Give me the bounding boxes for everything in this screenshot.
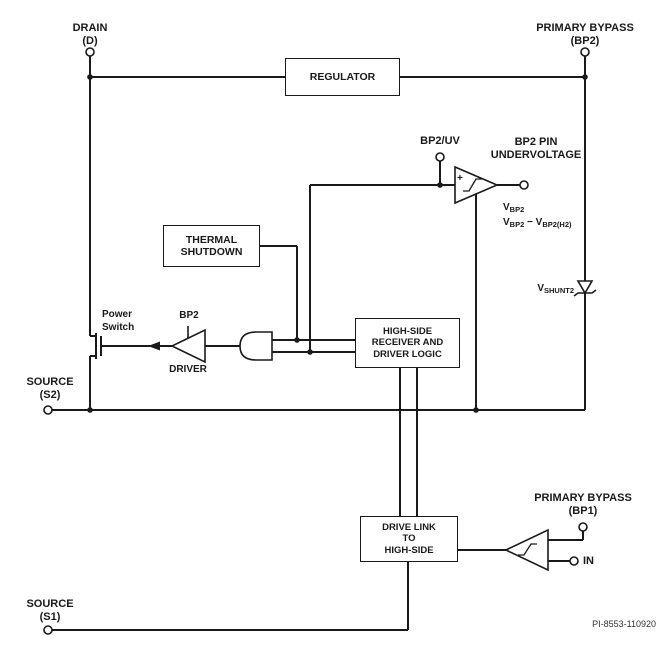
uv-output-terminal-icon xyxy=(519,180,529,190)
drain-pin-label: DRAIN (D) xyxy=(55,22,125,47)
source1-pin-name: SOURCE xyxy=(26,598,74,610)
junction-dot xyxy=(87,407,93,413)
threshold-low-subscript2: BP2(H2) xyxy=(542,219,572,229)
junction-dot xyxy=(473,407,479,413)
shunt-symbol: V xyxy=(537,283,544,294)
threshold-low-subscript1: BP2 xyxy=(509,219,525,229)
bp2-pin-label: PRIMARY BYPASS (BP2) xyxy=(530,22,640,47)
threshold-high-subscript: BP2 xyxy=(509,205,525,214)
source1-pin-designator: (S1) xyxy=(39,610,61,623)
symbols-group: + xyxy=(148,165,597,572)
drive-link-block: DRIVE LINK TO HIGH-SIDE xyxy=(360,516,458,562)
threshold-high-symbol: V xyxy=(503,202,510,213)
receiver-label-line3: DRIVER LOGIC xyxy=(373,348,442,360)
driver-supply-text: BP2 xyxy=(179,310,199,321)
bp2uv-terminal-icon xyxy=(435,152,445,162)
in-terminal-icon xyxy=(569,556,579,566)
shunt-subscript: SHUNT2 xyxy=(543,286,574,295)
junction-dot xyxy=(437,182,443,188)
bp2-pin-designator: (BP2) xyxy=(570,34,600,47)
source2-terminal-icon xyxy=(43,405,53,415)
hysteresis-icon xyxy=(463,178,482,192)
junction-dot xyxy=(582,74,588,80)
threshold-low-symbol2: V xyxy=(535,216,543,228)
power-switch-label: Power Switch xyxy=(102,309,154,334)
undervoltage-title: BP2 PIN UNDERVOLTAGE xyxy=(480,136,592,161)
drain-pin-designator: (D) xyxy=(82,34,98,47)
threshold-low-symbol1: V xyxy=(503,216,510,228)
driver-label: DRIVER xyxy=(156,364,220,377)
bp2uv-pin-label: BP2/UV xyxy=(402,135,478,148)
threshold-high-label: VBP2 xyxy=(503,202,603,217)
drive-link-label-line3: HIGH-SIDE xyxy=(384,544,434,556)
high-side-receiver-block: HIGH-SIDE RECEIVER AND DRIVER LOGIC xyxy=(355,318,460,368)
drain-terminal-icon xyxy=(85,47,95,57)
thermal-shutdown-block: THERMAL SHUTDOWN xyxy=(163,225,260,267)
driver-text: DRIVER xyxy=(169,364,207,375)
source2-pin-designator: (S2) xyxy=(39,388,61,401)
bp2-pin-name: PRIMARY BYPASS xyxy=(536,22,634,34)
bp1-pin-name: PRIMARY BYPASS xyxy=(534,492,632,504)
pin-terminals xyxy=(43,47,590,635)
comparator-icon xyxy=(454,165,500,205)
power-switch-line1: Power xyxy=(102,309,133,320)
in-pin-name: IN xyxy=(583,555,594,567)
in-pin-label: IN xyxy=(583,555,609,568)
source2-pin-label: SOURCE (S2) xyxy=(22,376,78,401)
bp2-terminal-icon xyxy=(580,47,590,57)
thermal-label-line1: THERMAL xyxy=(185,234,238,246)
undervoltage-title-line1: BP2 PIN xyxy=(514,136,558,148)
power-switch-line2: Switch xyxy=(102,321,135,333)
junction-dot xyxy=(87,74,93,80)
source1-pin-label: SOURCE (S1) xyxy=(22,598,78,623)
drive-link-label-line1: DRIVE LINK xyxy=(382,521,436,533)
thermal-label-line2: SHUTDOWN xyxy=(180,246,243,258)
zener-diode-icon xyxy=(576,280,594,295)
hysteresis-icon xyxy=(518,543,537,556)
drive-link-label-line2: TO xyxy=(402,533,416,545)
shunt-voltage-label: VSHUNT2 xyxy=(512,283,574,298)
zener-cathode-bar xyxy=(573,289,597,297)
bp1-terminal-icon xyxy=(578,522,588,532)
threshold-minus-sign: − xyxy=(524,216,536,228)
junction-dot xyxy=(294,337,300,343)
source1-terminal-icon xyxy=(43,625,53,635)
uv-threshold-labels: VBP2 VBP2 − VBP2(H2) xyxy=(503,202,603,231)
comparator-plus-sign: + xyxy=(457,173,463,184)
bp1-pin-label: PRIMARY BYPASS (BP1) xyxy=(526,492,640,517)
threshold-low-label: VBP2 − VBP2(H2) xyxy=(503,217,603,232)
receiver-label-line1: HIGH-SIDE xyxy=(382,325,433,337)
gate-arrow-icon xyxy=(148,341,160,351)
bp1-pin-designator: (BP1) xyxy=(568,504,598,517)
wires-group xyxy=(52,56,586,631)
junction-dots xyxy=(87,74,588,413)
bp2uv-pin-name: BP2/UV xyxy=(420,135,460,147)
regulator-block: REGULATOR xyxy=(285,58,400,96)
source2-pin-name: SOURCE xyxy=(26,376,74,388)
and-gate-icon xyxy=(239,331,273,361)
part-number: PI-8553-110920 xyxy=(592,619,656,629)
driver-supply-label: BP2 xyxy=(170,310,208,323)
undervoltage-title-line2: UNDERVOLTAGE xyxy=(490,148,582,161)
regulator-label: REGULATOR xyxy=(309,71,376,83)
junction-dot xyxy=(307,349,313,355)
drain-pin-name: DRAIN xyxy=(72,22,108,34)
receiver-label-line2: RECEIVER AND xyxy=(371,337,444,349)
